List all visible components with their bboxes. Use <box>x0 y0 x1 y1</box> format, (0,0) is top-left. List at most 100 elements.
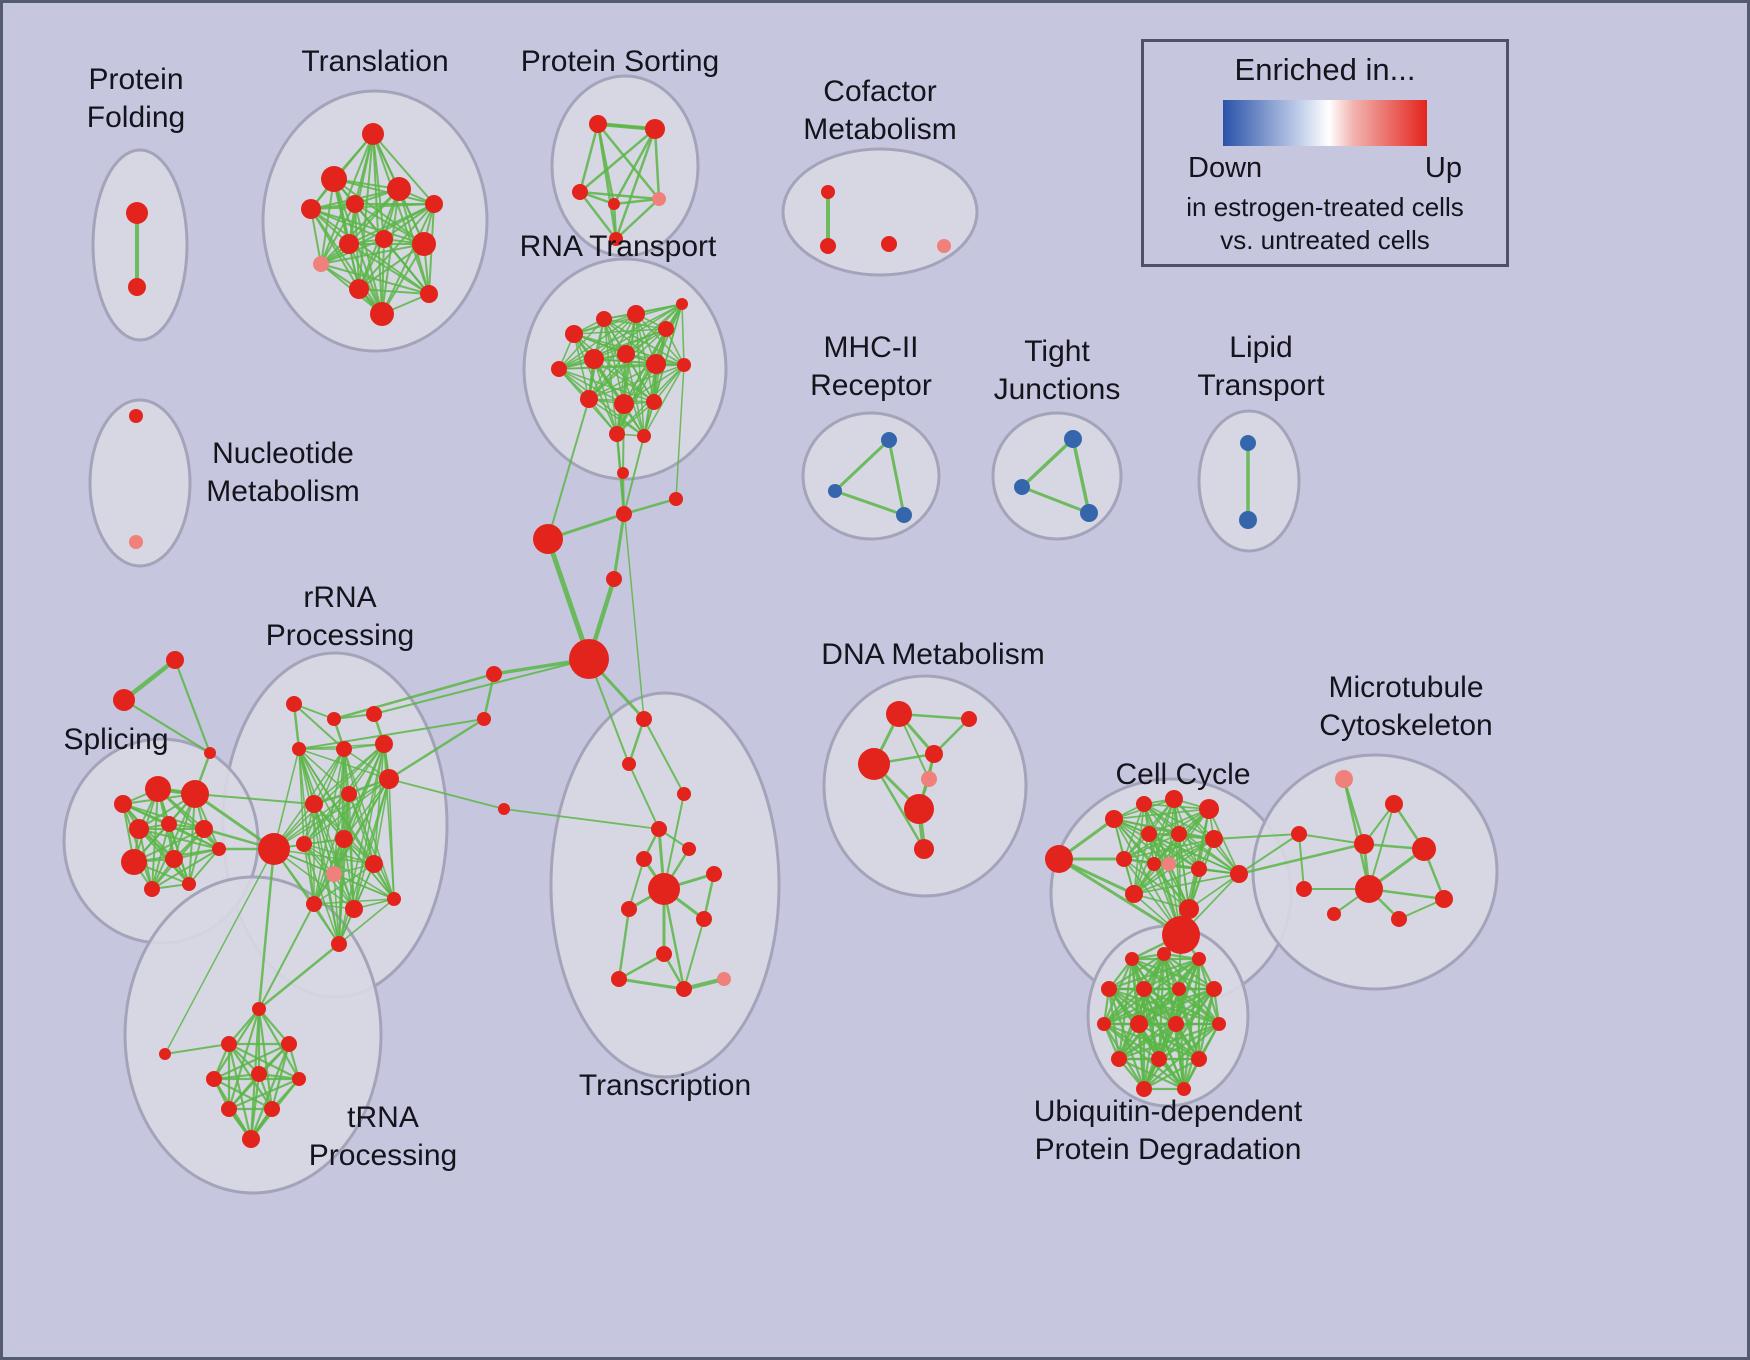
node-121[interactable] <box>914 839 934 859</box>
node-160[interactable] <box>1151 1051 1167 1067</box>
node-152[interactable] <box>1136 981 1152 997</box>
node-59[interactable] <box>166 651 184 669</box>
node-139[interactable] <box>1385 795 1403 813</box>
node-22[interactable] <box>820 238 836 254</box>
node-65[interactable] <box>129 819 149 839</box>
node-17[interactable] <box>572 184 588 200</box>
node-146[interactable] <box>1327 907 1341 921</box>
node-147[interactable] <box>1391 911 1407 927</box>
node-162[interactable] <box>1136 1081 1152 1097</box>
node-69[interactable] <box>165 850 183 868</box>
node-155[interactable] <box>1097 1017 1111 1031</box>
node-91[interactable] <box>159 1048 171 1060</box>
node-56[interactable] <box>477 712 491 726</box>
node-45[interactable] <box>1064 430 1082 448</box>
node-66[interactable] <box>161 816 177 832</box>
node-3[interactable] <box>321 166 347 192</box>
node-5[interactable] <box>346 195 364 213</box>
node-73[interactable] <box>286 696 302 712</box>
node-143[interactable] <box>1296 881 1312 897</box>
node-41[interactable] <box>129 535 143 549</box>
node-47[interactable] <box>1080 504 1098 522</box>
node-149[interactable] <box>1157 947 1171 961</box>
node-136[interactable] <box>1179 899 1199 919</box>
node-8[interactable] <box>313 256 329 272</box>
node-30[interactable] <box>551 361 567 377</box>
node-138[interactable] <box>1335 770 1353 788</box>
node-134[interactable] <box>1230 865 1248 883</box>
node-135[interactable] <box>1125 885 1143 903</box>
node-88[interactable] <box>345 900 363 918</box>
node-84[interactable] <box>335 830 353 848</box>
node-150[interactable] <box>1192 952 1206 966</box>
node-63[interactable] <box>181 780 209 808</box>
node-33[interactable] <box>646 354 666 374</box>
node-98[interactable] <box>221 1101 237 1117</box>
node-35[interactable] <box>580 390 598 408</box>
node-92[interactable] <box>252 1002 266 1016</box>
node-37[interactable] <box>646 394 662 410</box>
node-7[interactable] <box>425 195 443 213</box>
node-123[interactable] <box>1105 810 1123 828</box>
node-49[interactable] <box>1239 511 1257 529</box>
node-102[interactable] <box>622 757 636 771</box>
node-79[interactable] <box>258 833 290 865</box>
node-29[interactable] <box>676 298 688 310</box>
node-140[interactable] <box>1291 826 1307 842</box>
node-142[interactable] <box>1412 837 1436 861</box>
node-46[interactable] <box>1014 479 1030 495</box>
node-101[interactable] <box>636 711 652 727</box>
node-24[interactable] <box>937 239 951 253</box>
node-48[interactable] <box>1240 435 1256 451</box>
node-1[interactable] <box>128 278 146 296</box>
node-81[interactable] <box>341 786 357 802</box>
node-108[interactable] <box>706 866 722 882</box>
node-90[interactable] <box>331 936 347 952</box>
node-2[interactable] <box>362 123 384 145</box>
node-10[interactable] <box>375 230 393 248</box>
node-43[interactable] <box>828 484 842 498</box>
node-114[interactable] <box>717 972 731 986</box>
node-106[interactable] <box>636 851 652 867</box>
node-105[interactable] <box>682 842 696 856</box>
node-87[interactable] <box>306 896 322 912</box>
node-0[interactable] <box>126 202 148 224</box>
node-163[interactable] <box>1177 1082 1191 1096</box>
node-137[interactable] <box>1162 916 1200 954</box>
node-21[interactable] <box>821 185 835 199</box>
node-64[interactable] <box>114 795 132 813</box>
node-74[interactable] <box>327 712 341 726</box>
node-113[interactable] <box>676 981 692 997</box>
node-89[interactable] <box>387 892 401 906</box>
node-78[interactable] <box>375 735 393 753</box>
node-25[interactable] <box>565 325 583 343</box>
node-23[interactable] <box>881 236 897 252</box>
node-86[interactable] <box>365 855 383 873</box>
node-36[interactable] <box>614 394 634 414</box>
node-27[interactable] <box>627 305 645 323</box>
node-40[interactable] <box>129 409 143 423</box>
node-133[interactable] <box>1191 861 1207 877</box>
node-16[interactable] <box>645 119 665 139</box>
node-15[interactable] <box>589 115 607 133</box>
node-99[interactable] <box>264 1101 280 1117</box>
node-126[interactable] <box>1199 799 1219 819</box>
node-158[interactable] <box>1212 1017 1226 1031</box>
node-76[interactable] <box>292 742 306 756</box>
node-132[interactable] <box>1162 857 1176 871</box>
node-39[interactable] <box>637 429 651 443</box>
node-28[interactable] <box>658 321 674 337</box>
node-115[interactable] <box>886 701 912 727</box>
node-131[interactable] <box>1147 857 1161 871</box>
node-82[interactable] <box>379 769 399 789</box>
node-112[interactable] <box>611 971 627 987</box>
node-50[interactable] <box>533 524 563 554</box>
node-85[interactable] <box>326 866 342 882</box>
node-118[interactable] <box>925 745 943 763</box>
node-31[interactable] <box>584 349 604 369</box>
node-128[interactable] <box>1171 826 1187 842</box>
node-157[interactable] <box>1168 1016 1184 1032</box>
node-75[interactable] <box>366 706 382 722</box>
node-11[interactable] <box>412 232 436 256</box>
node-68[interactable] <box>121 849 147 875</box>
